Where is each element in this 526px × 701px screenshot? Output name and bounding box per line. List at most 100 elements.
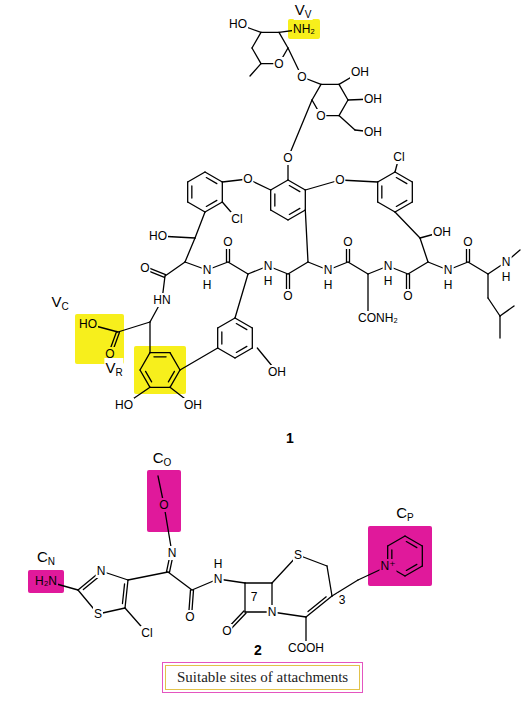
atom-label: N bbox=[323, 263, 334, 277]
atom-label: CONH₂ bbox=[357, 311, 399, 325]
atom-label: H bbox=[501, 270, 512, 284]
bond-line bbox=[396, 200, 407, 206]
compound-number: 2 bbox=[253, 642, 263, 658]
bond-line bbox=[168, 371, 174, 382]
atom-label: Cl bbox=[392, 150, 405, 164]
bond-line bbox=[270, 190, 271, 210]
bond-line bbox=[261, 32, 279, 33]
bond-line bbox=[252, 328, 253, 348]
bond-line bbox=[406, 542, 417, 548]
atom-label: H bbox=[383, 274, 394, 288]
bond-line bbox=[221, 332, 222, 344]
bond-line bbox=[305, 210, 308, 262]
atom-label: O bbox=[273, 57, 284, 71]
bond-line bbox=[367, 274, 368, 312]
bond-line bbox=[339, 100, 348, 116]
bond-line bbox=[288, 180, 305, 190]
bond-line bbox=[205, 202, 222, 212]
atom-label: HO bbox=[114, 398, 134, 412]
atom-label: O bbox=[242, 172, 253, 186]
atom-label: 7 bbox=[250, 590, 259, 604]
atom-label: Cl bbox=[140, 626, 153, 640]
atom-label: O bbox=[334, 173, 345, 187]
bond-line bbox=[188, 172, 205, 182]
caption-box: Suitable sites of attachments bbox=[162, 662, 363, 693]
bond-line bbox=[146, 371, 152, 382]
bond-line bbox=[185, 238, 195, 262]
bond-line bbox=[288, 262, 308, 274]
bond-line bbox=[244, 583, 245, 612]
bond-line bbox=[395, 212, 420, 238]
atom-label: HO bbox=[228, 17, 248, 31]
bond-line bbox=[306, 596, 332, 617]
bond-line bbox=[271, 210, 288, 220]
bond-line bbox=[289, 208, 300, 214]
bond-line bbox=[412, 182, 413, 202]
bond-line bbox=[288, 100, 312, 158]
bond-line bbox=[339, 116, 355, 130]
atom-label: OH bbox=[363, 92, 383, 106]
atom-label: H bbox=[323, 278, 334, 292]
bond-line bbox=[195, 212, 205, 238]
caption-text: Suitable sites of attachments bbox=[177, 669, 348, 686]
atom-label: 3 bbox=[338, 593, 347, 607]
atom-label: NH₂ bbox=[292, 22, 316, 36]
bond-line bbox=[378, 172, 395, 182]
atom-label: O bbox=[296, 70, 307, 84]
site-highlight bbox=[288, 19, 320, 39]
bond-line bbox=[154, 356, 166, 357]
bond-line bbox=[165, 262, 185, 276]
site-highlight bbox=[75, 314, 124, 364]
bond-line bbox=[406, 564, 417, 570]
atom-label: O bbox=[342, 235, 353, 249]
bond-line bbox=[339, 84, 348, 100]
atom-label: O bbox=[221, 624, 232, 638]
bond-line bbox=[395, 202, 412, 212]
bond-line bbox=[128, 572, 168, 580]
atom-label: H bbox=[202, 278, 213, 292]
atom-label: N bbox=[167, 546, 178, 560]
site-highlight bbox=[134, 346, 186, 394]
bond-line bbox=[252, 48, 261, 64]
bond-line bbox=[149, 322, 150, 353]
attachment-site: VCHOO bbox=[75, 314, 124, 364]
bond-line bbox=[125, 580, 128, 608]
atom-label: OH bbox=[363, 125, 383, 139]
atom-label: N bbox=[383, 259, 394, 273]
bond-line bbox=[122, 584, 124, 604]
bond-line bbox=[228, 262, 248, 274]
bond-group bbox=[46, 24, 520, 648]
atom-label: O bbox=[184, 610, 195, 624]
attachment-site: VVNH₂ bbox=[288, 19, 320, 39]
bond-line bbox=[218, 348, 235, 358]
bond-line bbox=[170, 370, 180, 387]
bond-line bbox=[235, 348, 252, 358]
site-label: CN bbox=[36, 547, 56, 567]
bond-line bbox=[206, 178, 217, 184]
bond-line bbox=[500, 306, 514, 316]
bond-line bbox=[381, 186, 382, 198]
compound-number: 1 bbox=[285, 430, 295, 446]
bond-line bbox=[118, 322, 150, 332]
bond-line bbox=[206, 200, 217, 206]
atom-label: O bbox=[282, 289, 293, 303]
bond-line bbox=[218, 318, 235, 328]
bond-line bbox=[170, 353, 180, 370]
attachment-site: CNH₂N bbox=[28, 570, 64, 593]
atom-label: H bbox=[443, 278, 454, 292]
bond-line bbox=[83, 576, 99, 589]
atom-label: H bbox=[263, 274, 274, 288]
atom-label: COOH bbox=[287, 641, 325, 655]
bond-line bbox=[188, 202, 205, 212]
atom-label: OH bbox=[432, 225, 452, 239]
atom-label: H₂N bbox=[34, 574, 58, 588]
atom-label: N bbox=[96, 564, 107, 578]
atom-label: O bbox=[139, 261, 150, 275]
bond-line bbox=[222, 182, 223, 202]
atom-label: HO bbox=[78, 317, 98, 331]
bond-line bbox=[468, 262, 488, 274]
bond-line bbox=[271, 180, 288, 190]
bond-line bbox=[168, 572, 192, 590]
